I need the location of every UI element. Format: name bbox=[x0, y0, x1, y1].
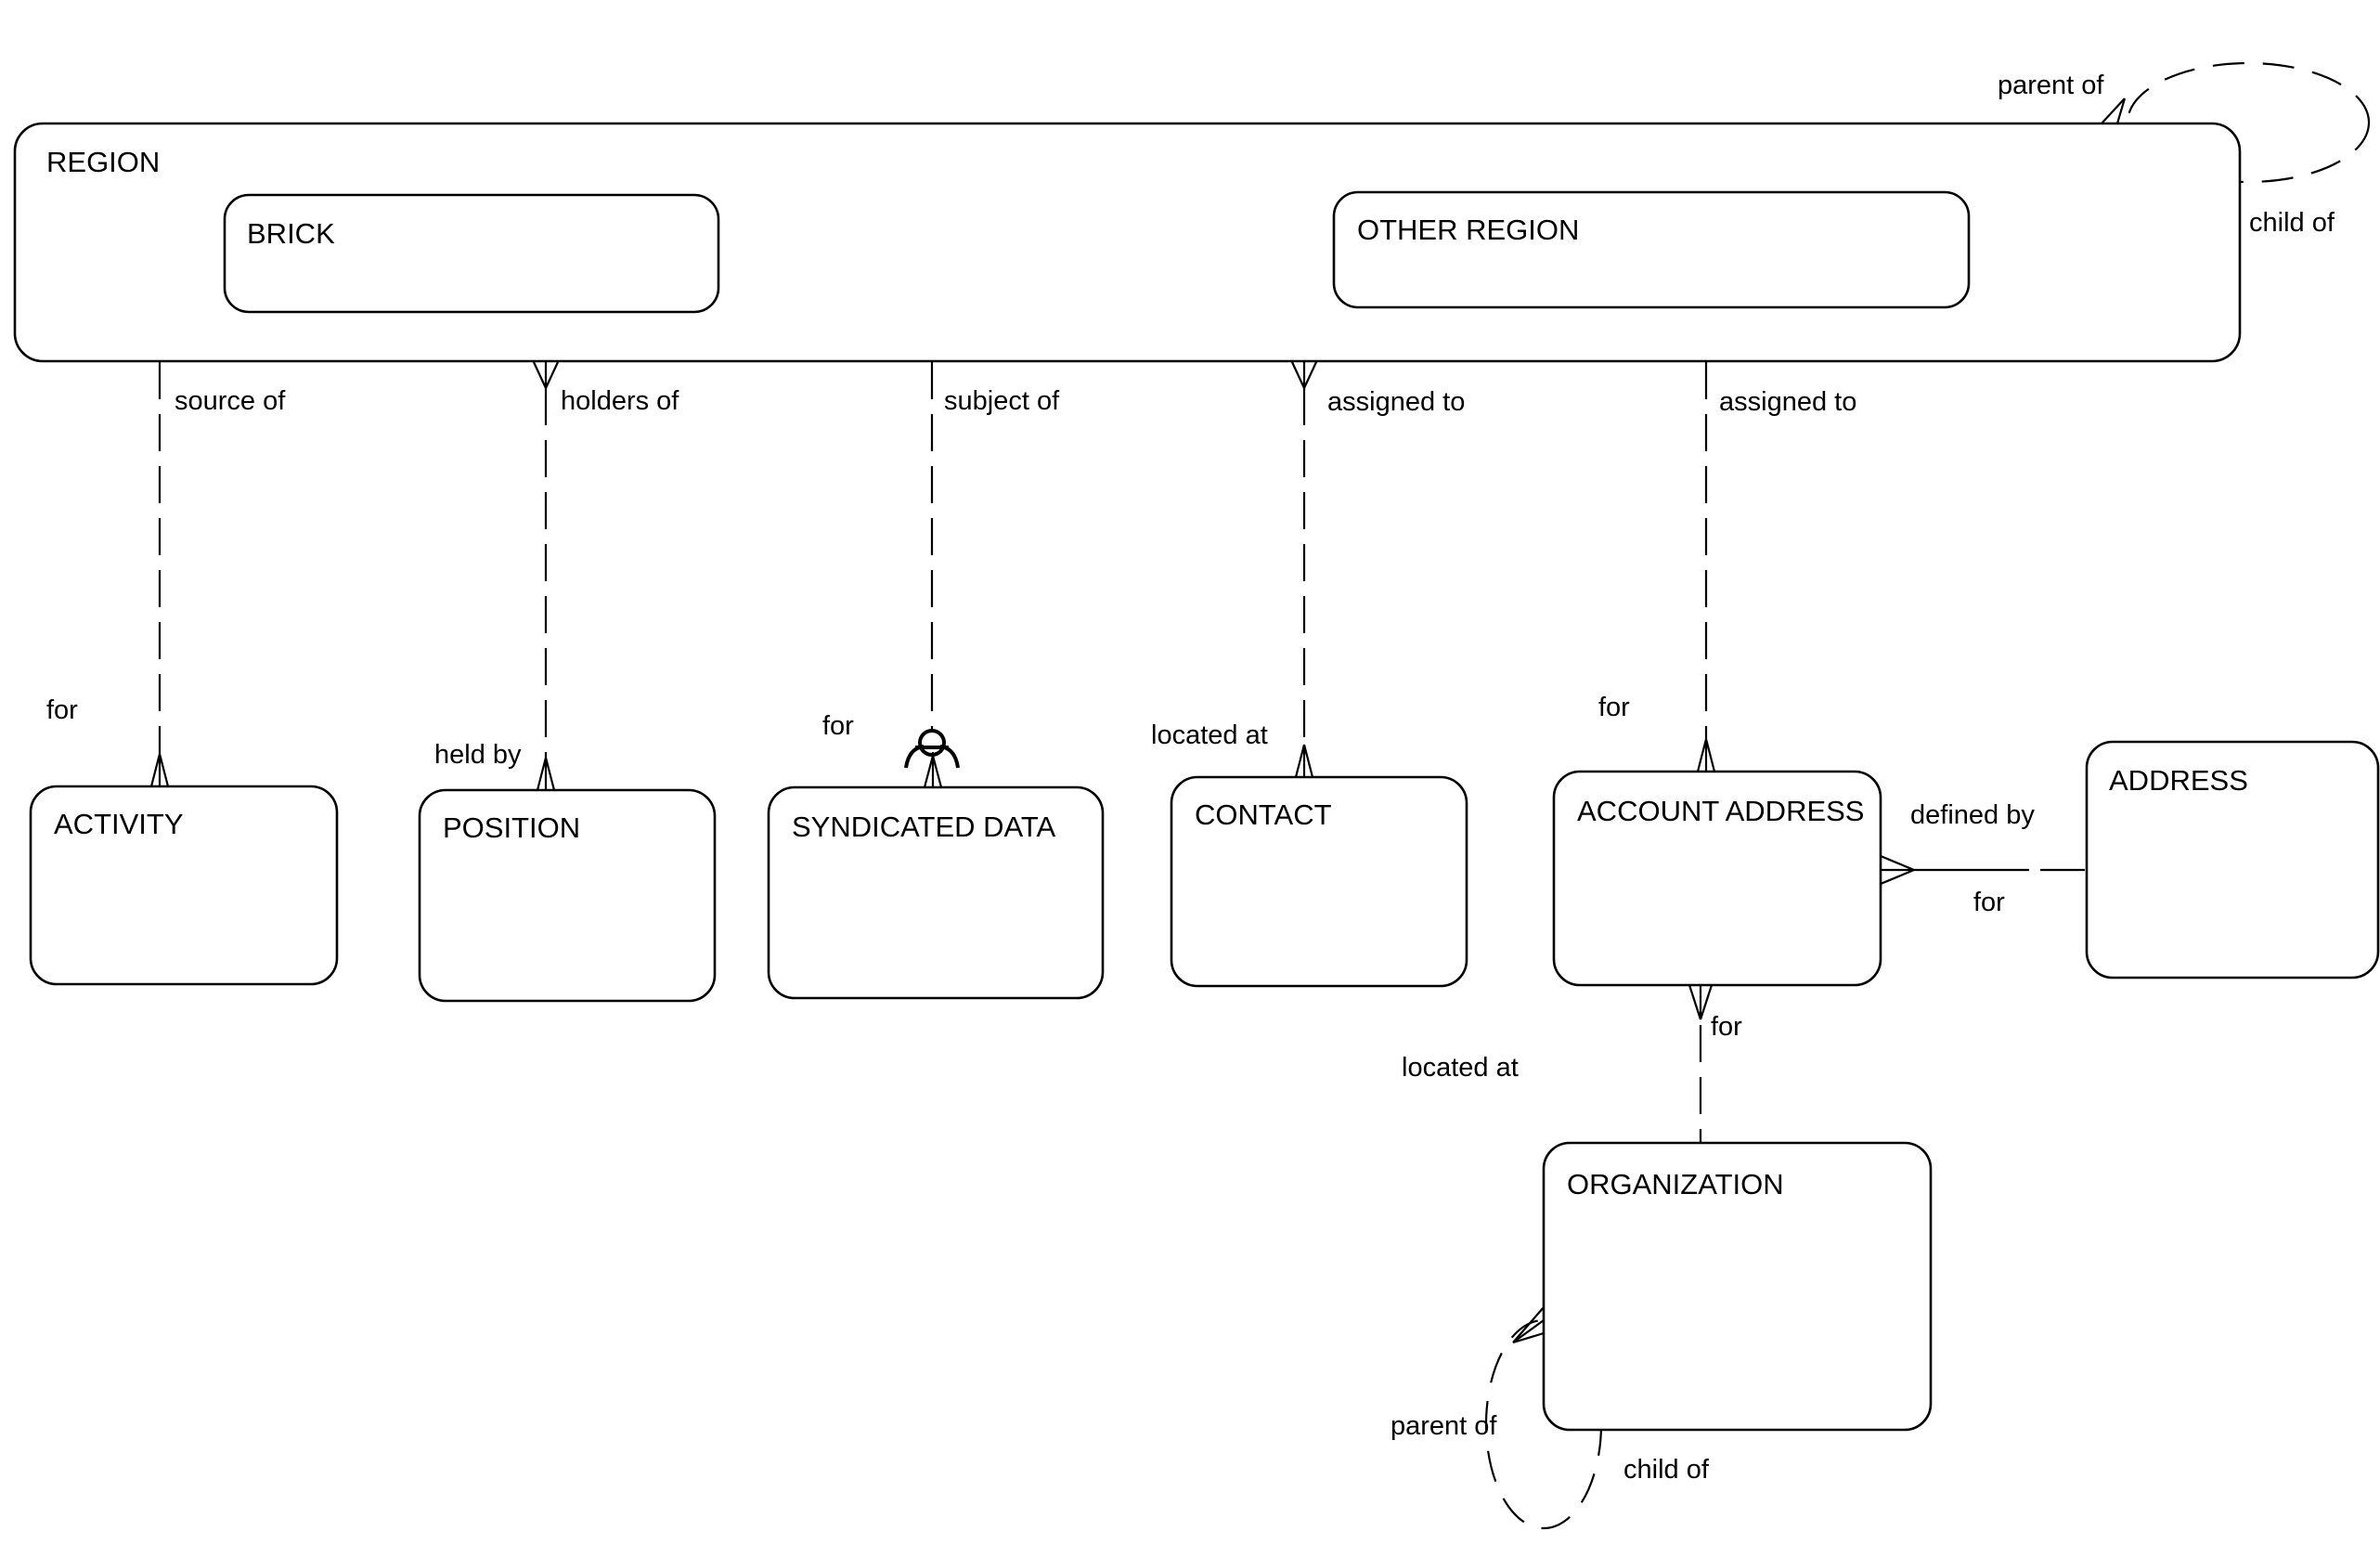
relationship-region-contact: located at assigned to bbox=[1151, 361, 1465, 778]
crows-foot-icon bbox=[1294, 744, 1314, 778]
organization-end-label: located at bbox=[1402, 1053, 1519, 1083]
crows-foot-icon bbox=[1512, 1306, 1545, 1344]
organization-self-child-label: child of bbox=[1623, 1455, 1710, 1485]
entity-organization bbox=[1542, 1141, 1933, 1432]
position-end-label: held by bbox=[434, 740, 522, 770]
crows-foot-icon bbox=[1688, 984, 1714, 1020]
region-self-child-label: child of bbox=[2249, 208, 2335, 238]
entity-region-label: REGION bbox=[46, 146, 160, 178]
account-address-end-label: for bbox=[1598, 693, 1630, 722]
entity-address-label: ADDRESS bbox=[2109, 764, 2248, 797]
entity-account-address-label: ACCOUNT ADDRESS bbox=[1577, 795, 1865, 827]
relationship-organization-account-address: for located at bbox=[1402, 984, 1742, 1143]
address-end-label: for bbox=[1973, 888, 2005, 917]
crows-foot-icon bbox=[1291, 361, 1317, 389]
crows-foot-icon bbox=[923, 752, 943, 788]
region-self-loop-line bbox=[2126, 61, 2371, 184]
entity-brick bbox=[223, 193, 720, 314]
region-end-label: subject of bbox=[944, 386, 1060, 416]
organization-self-loop-crows-foot bbox=[1512, 1306, 1545, 1344]
region-self-loop-crows-foot bbox=[2101, 97, 2127, 124]
region-self-parent-label: parent of bbox=[1998, 71, 2104, 100]
relationship-region-activity: source of for bbox=[46, 362, 286, 787]
entity-activity bbox=[29, 785, 339, 986]
activity-end-label: for bbox=[46, 695, 78, 725]
entity-other-region-label: OTHER REGION bbox=[1357, 214, 1579, 246]
entity-activity-label: ACTIVITY bbox=[54, 808, 184, 840]
entity-contact bbox=[1170, 775, 1468, 988]
person-head-icon bbox=[918, 729, 946, 757]
syndicated-data-end-label: for bbox=[822, 711, 854, 741]
relationship-region-position: holders of held by bbox=[434, 361, 679, 791]
crows-foot-icon bbox=[1696, 738, 1716, 772]
entity-other-region bbox=[1332, 190, 1971, 309]
organization-self-parent-label: parent of bbox=[1390, 1411, 1497, 1441]
syndicated-data-person-icon bbox=[904, 729, 960, 788]
entity-organization-label: ORGANIZATION bbox=[1567, 1168, 1784, 1200]
entity-address bbox=[2085, 740, 2380, 980]
entity-syndicated-data bbox=[767, 785, 1105, 1000]
relationship-region-syndicated-data: subject of for bbox=[822, 362, 1060, 741]
region-end-label: assigned to bbox=[1327, 387, 1465, 417]
crows-foot-icon bbox=[536, 757, 556, 791]
relationship-region-self bbox=[2126, 61, 2371, 184]
entity-position bbox=[418, 788, 717, 1003]
person-left-arm-icon bbox=[904, 745, 925, 769]
region-end-label: assigned to bbox=[1719, 387, 1856, 417]
region-end-label: holders of bbox=[561, 386, 679, 416]
entity-position-label: POSITION bbox=[443, 811, 580, 844]
crows-foot-icon bbox=[533, 361, 559, 389]
entity-account-address bbox=[1552, 770, 1882, 987]
entity-contact-label: CONTACT bbox=[1195, 798, 1332, 831]
entity-brick-label: BRICK bbox=[247, 217, 335, 250]
relationship-region-account-address: assigned to for bbox=[1598, 362, 1856, 772]
contact-end-label: located at bbox=[1151, 720, 1268, 750]
entity-syndicated-data-label: SYNDICATED DATA bbox=[792, 811, 1056, 843]
region-end-label: source of bbox=[175, 386, 286, 416]
account-address-end-label: defined by bbox=[1910, 800, 2035, 830]
person-right-arm-icon bbox=[939, 745, 960, 769]
crows-foot-icon bbox=[1880, 854, 1915, 886]
relationship-account-address-address: defined by for bbox=[1880, 800, 2085, 917]
crows-foot-icon bbox=[2101, 97, 2127, 124]
account-address-end-label: for bbox=[1711, 1012, 1742, 1042]
crows-foot-icon bbox=[149, 753, 170, 787]
